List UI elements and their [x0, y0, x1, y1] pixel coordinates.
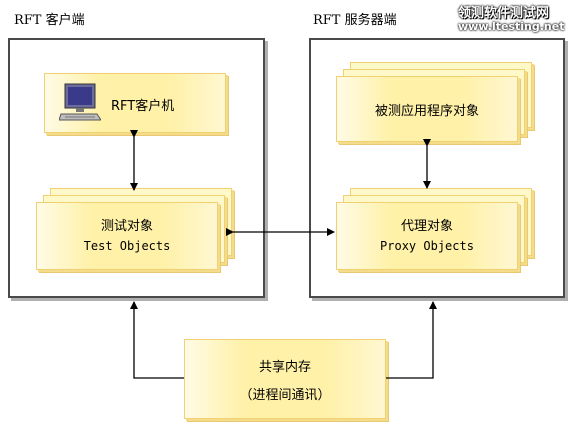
server-app-card: 被测应用程序对象 [336, 76, 518, 142]
test-objects-label-en: Test Objects [83, 239, 171, 253]
proxy-objects-card: 代理对象 Proxy Objects [336, 202, 518, 270]
shared-to-server-arrow [386, 301, 437, 379]
test-objects-label-cn: 测试对象 [100, 219, 153, 234]
watermark-url: www.ltesting.net [458, 20, 565, 33]
computer-icon [59, 83, 101, 121]
shared-memory-sublabel: （进程间通讯） [239, 388, 331, 403]
server-title: RFT 服务器端 [313, 13, 397, 28]
proxy-objects-label-en: Proxy Objects [380, 239, 474, 253]
shared-to-client-arrow [130, 301, 184, 379]
client-title: RFT 客户端 [14, 13, 85, 28]
proxy-objects-label-cn: 代理对象 [400, 219, 453, 234]
shared-memory-label: 共享内存 [258, 360, 311, 375]
client-computer-card: RFT客户机 [44, 73, 226, 133]
test-objects-card: 测试对象 Test Objects [36, 202, 218, 270]
client-computer-label: RFT客户机 [111, 99, 175, 114]
shared-memory-box: 共享内存 （进程间通讯） [184, 339, 386, 419]
watermark-title: 领测软件测试网 [458, 6, 550, 21]
server-app-label: 被测应用程序对象 [374, 104, 479, 119]
